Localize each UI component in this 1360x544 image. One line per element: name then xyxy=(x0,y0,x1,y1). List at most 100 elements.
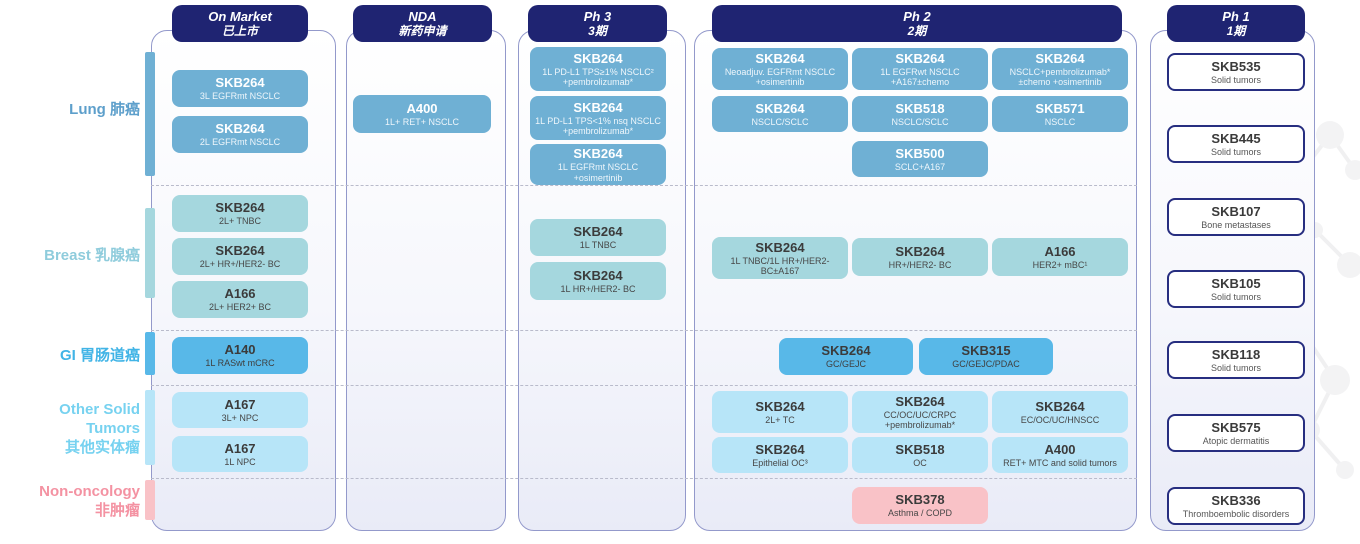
phase-header-on-market: On Market 已上市 xyxy=(172,5,308,42)
drug-name: SKB107 xyxy=(1211,203,1261,219)
indication: 1L TNBC/1L HR+/HER2- BC±A167 xyxy=(730,255,830,277)
drug-name: A166 xyxy=(224,286,256,302)
indication: NSCLC+pembrolizumab* ±chemo +osimertinib xyxy=(1009,66,1111,88)
drug-name: SKB264 xyxy=(215,121,265,137)
phase-header-ph2: Ph 2 2期 xyxy=(712,5,1122,42)
indication: NSCLC xyxy=(1044,116,1076,127)
indication: 1L EGFRwt NSCLC +A167±chemo xyxy=(880,66,960,88)
indication: 2L+ HR+/HER2- BC xyxy=(199,259,281,270)
indication: Solid tumors xyxy=(1210,146,1262,157)
row-bar-gi xyxy=(145,332,155,375)
drug-name: A166 xyxy=(1044,243,1076,259)
drug-name: SKB315 xyxy=(961,343,1011,359)
indication: 1L EGFRmt NSCLC +osimertinib xyxy=(557,162,639,183)
indication: EC/OC/UC/HNSCC xyxy=(1020,414,1100,425)
indication: 1L HR+/HER2- BC xyxy=(560,283,636,294)
drug-name: SKB264 xyxy=(1035,50,1085,66)
row-label-breast: Breast 乳腺癌 xyxy=(0,246,140,265)
drug-name: SKB264 xyxy=(573,146,623,161)
row-label-lung: Lung 肺癌 xyxy=(0,100,140,119)
indication: Atopic dermatitis xyxy=(1202,435,1270,446)
phase-subtitle: 已上市 xyxy=(221,24,258,39)
drug-name: SKB518 xyxy=(895,441,945,457)
row-label-gi: GI 胃肠道癌 xyxy=(0,346,140,365)
drug-name: A400 xyxy=(1044,441,1076,457)
indication: CC/OC/UC/CRPC +pembrolizumab* xyxy=(883,409,957,431)
row-label-line: Tumors xyxy=(86,420,140,437)
drug-name: SKB264 xyxy=(573,224,623,240)
indication: 1L+ RET+ NSCLC xyxy=(384,116,460,127)
indication: Solid tumors xyxy=(1210,291,1262,302)
row-label-line: Other Solid xyxy=(59,401,140,418)
drug-name: A140 xyxy=(224,342,256,358)
drug-name: A167 xyxy=(224,440,256,456)
drug-name: SKB378 xyxy=(895,492,945,508)
indication: SCLC+A167 xyxy=(894,161,946,172)
row-label-line: Non-oncology xyxy=(39,483,140,500)
indication: Solid tumors xyxy=(1210,362,1262,373)
drug-name: SKB264 xyxy=(755,441,805,457)
indication: 1L PD-L1 TPS<1% nsq NSCLC +pembrolizumab… xyxy=(535,115,661,137)
phase-header-ph1: Ph 1 1期 xyxy=(1167,5,1305,42)
row-separator-line xyxy=(151,385,1137,386)
drug-name: SKB264 xyxy=(755,239,805,255)
phase-subtitle: 新药申请 xyxy=(398,24,447,39)
phase-title: Ph 1 xyxy=(1222,8,1250,24)
indication: OC xyxy=(913,457,927,468)
row-label-line: 非肿瘤 xyxy=(94,502,140,519)
indication: Asthma / COPD xyxy=(887,508,952,519)
row-separator-line xyxy=(151,478,1137,479)
indication: HER2+ mBC¹ xyxy=(1032,259,1088,270)
indication: 2L+ TC xyxy=(765,414,795,425)
drug-name: SKB571 xyxy=(1035,100,1085,116)
row-label-nononc: Non-oncology 非肿瘤 xyxy=(0,482,140,520)
phase-subtitle: 3期 xyxy=(588,24,607,39)
row-label-line: Lung 肺癌 xyxy=(69,101,140,118)
drug-name: SKB575 xyxy=(1211,419,1261,435)
drug-name: SKB264 xyxy=(215,243,265,259)
drug-name: SKB264 xyxy=(573,99,623,115)
indication: GC/GEJC/PDAC xyxy=(952,359,1020,370)
phase-header-ph3: Ph 3 3期 xyxy=(528,5,667,42)
drug-name: SKB264 xyxy=(755,398,805,414)
drug-name: SKB264 xyxy=(755,50,805,66)
drug-name: SKB264 xyxy=(573,50,623,66)
drug-name: A167 xyxy=(224,396,256,412)
indication: Thromboembolic disorders xyxy=(1182,508,1290,519)
indication: 1L PD-L1 TPS≥1% NSCLC² +pembrolizumab* xyxy=(542,66,654,88)
drug-name: SKB445 xyxy=(1211,130,1261,146)
phase-subtitle: 1期 xyxy=(1226,24,1246,39)
row-label-line: GI 胃肠道癌 xyxy=(59,347,140,364)
row-label-line: 其他实体瘤 xyxy=(64,439,140,456)
drug-name: A400 xyxy=(406,100,438,116)
drug-name: SKB500 xyxy=(895,145,945,161)
drug-name: SKB105 xyxy=(1211,275,1261,291)
